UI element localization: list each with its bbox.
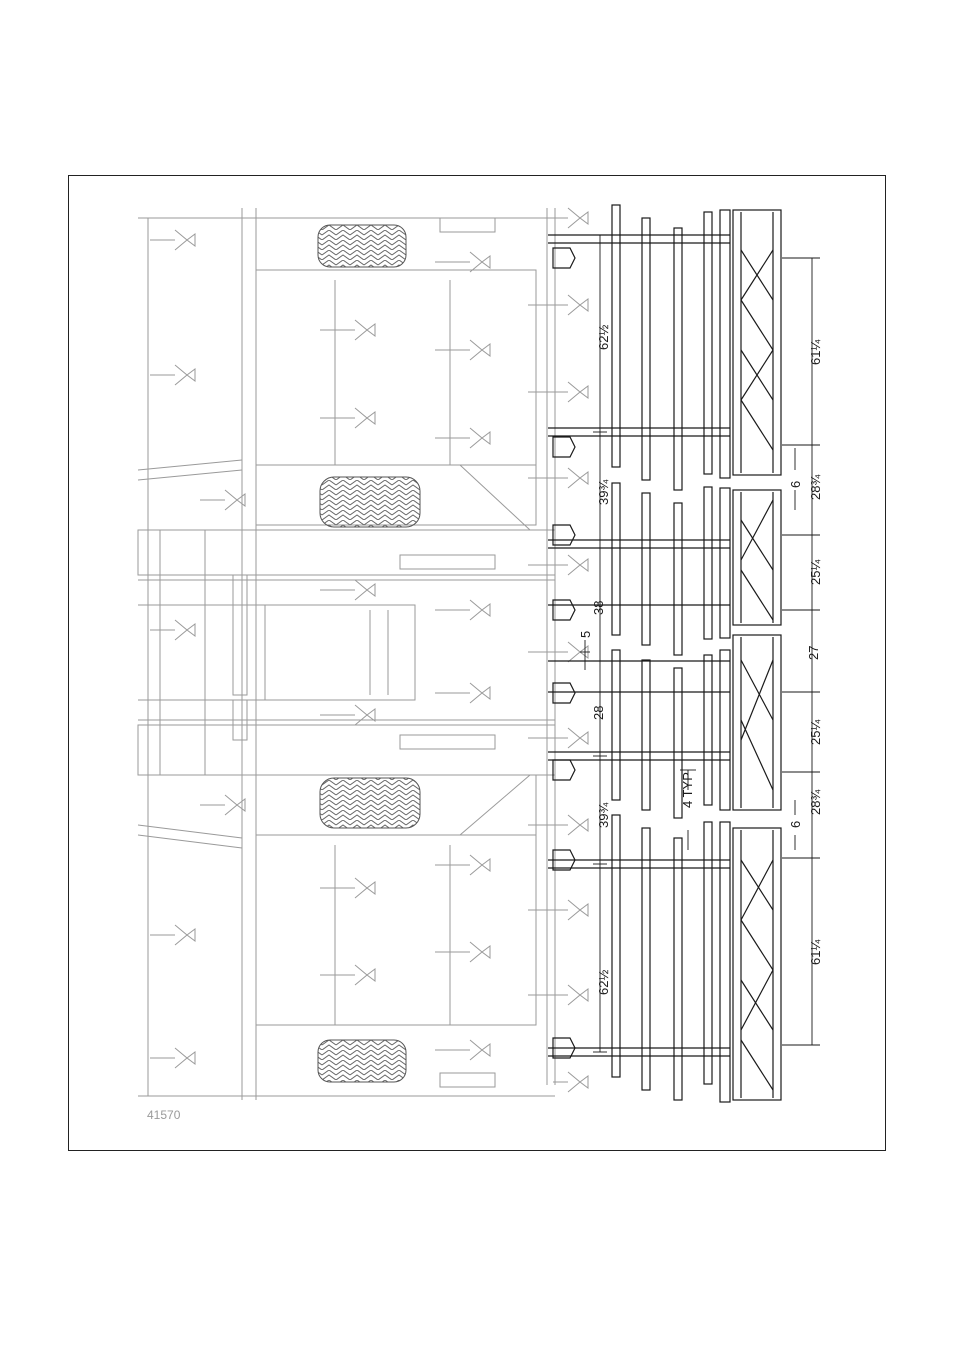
wheel-bottom	[318, 1040, 406, 1082]
wheel-upper-mid	[320, 477, 420, 527]
dim-lower-small-gap: 6	[788, 821, 803, 828]
harrow-bars	[612, 205, 730, 1102]
dim-upper-reel-span: 61¼	[808, 340, 823, 365]
dim-upper-small-gap: 6	[788, 481, 803, 488]
dim-lower-reel-gap: 28¾	[808, 790, 823, 815]
dim-center-reel-c: 25¼	[808, 720, 823, 745]
shanks	[150, 208, 588, 1092]
dim-lower-reel-span: 61¼	[808, 940, 823, 965]
gauge-wheels	[318, 225, 420, 1082]
dim-upper-reel-gap: 28¾	[808, 475, 823, 500]
figure-number: 41570	[147, 1108, 180, 1122]
dim-lower-offset: 39¾	[596, 803, 611, 828]
harrow-arms	[548, 235, 730, 1058]
dim-lower-shank-span: 62½	[596, 970, 611, 995]
dim-center-5: 5	[578, 631, 593, 638]
rolling-baskets	[733, 210, 781, 1100]
dim-typ: 4 TYP	[680, 772, 695, 808]
dim-center-38: 38	[591, 601, 606, 615]
dim-upper-shank-span: 62½	[596, 325, 611, 350]
dim-center-reel-a: 25¼	[808, 560, 823, 585]
wheel-lower-mid	[320, 778, 420, 828]
dim-upper-offset: 39¾	[596, 480, 611, 505]
main-frame	[138, 208, 555, 1100]
dimension-labels: 62½ 39¾ 38 5 28 39¾ 62½ 4 TYP 61¼ 6 28¾ …	[578, 325, 823, 995]
dim-center-reel-b: 27	[806, 646, 821, 660]
dimension-lines	[580, 235, 820, 1052]
wheel-top	[318, 225, 406, 267]
dim-center-28: 28	[591, 706, 606, 720]
